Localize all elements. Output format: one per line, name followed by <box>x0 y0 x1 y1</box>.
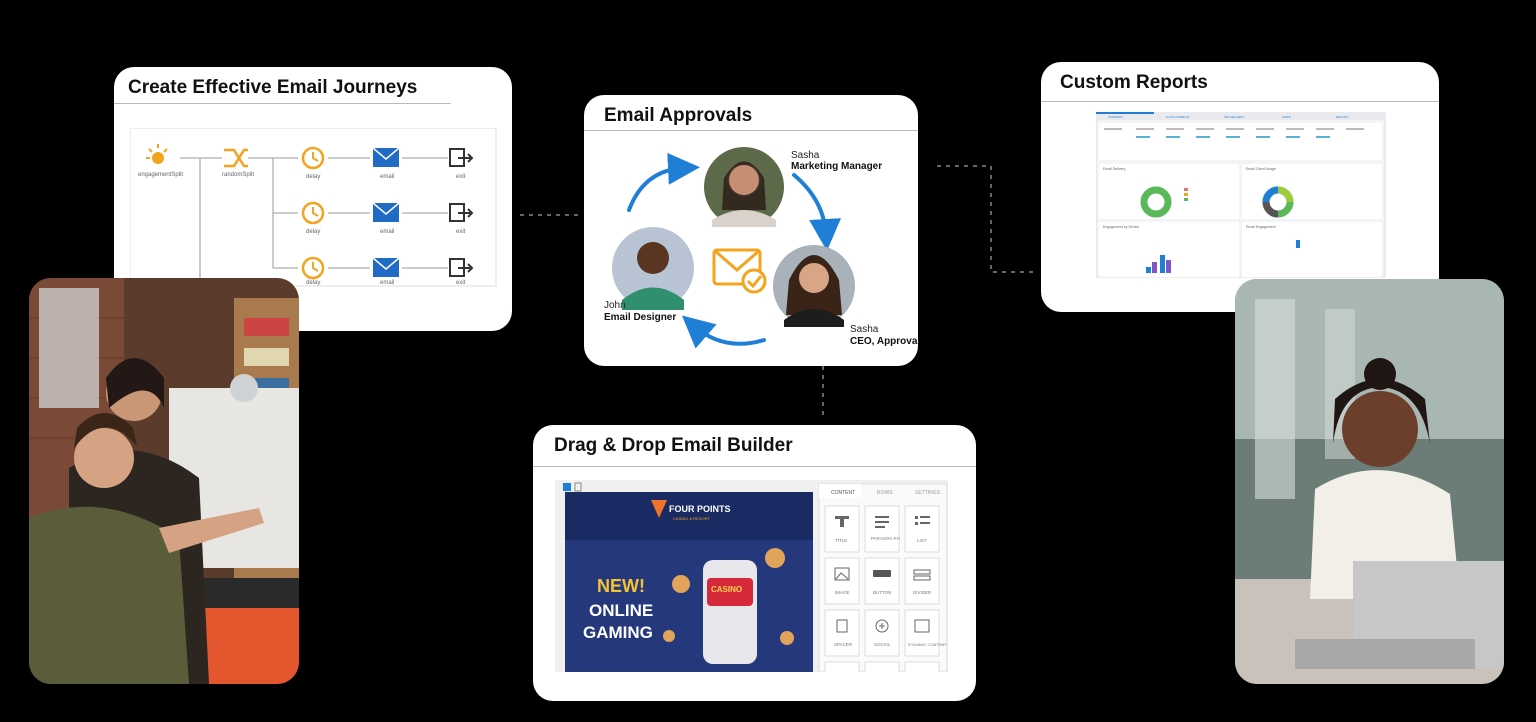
approvals-card: Email Approvals <box>584 95 918 366</box>
exit-label-3: exit <box>456 280 466 286</box>
journey-start-label: engagementSplit <box>138 172 183 178</box>
woman-laptop-photo <box>1235 279 1504 684</box>
connector-journeys-approvals <box>520 214 578 216</box>
panel-tab-settings[interactable]: SETTINGS <box>915 490 941 496</box>
person-1-name: Sasha <box>791 150 820 161</box>
delay-label-1: delay <box>306 174 320 180</box>
email-icon <box>372 202 400 222</box>
panel-tab-content[interactable]: CONTENT <box>831 490 855 496</box>
delay-icon <box>301 201 325 225</box>
delay-label-3: delay <box>306 280 320 286</box>
brand-name: FOUR POINTS <box>669 504 731 514</box>
report-tab[interactable]: SUMMARY <box>1108 115 1123 119</box>
delay-icon <box>301 256 325 280</box>
block-label: PARAGRA PH <box>871 536 900 541</box>
email-builder-mockup: FOUR POINTS CASINO & RESORT NEW! ONLINE … <box>555 480 948 672</box>
block-label: SPACER <box>834 642 853 647</box>
engagement-split-icon <box>146 144 168 164</box>
block-label: DYNAMIC CONTENT <box>908 642 947 647</box>
team-at-computer-photo <box>29 278 299 684</box>
social-block-icon[interactable] <box>875 619 889 633</box>
reports-title: Custom Reports <box>1060 72 1208 93</box>
email-icon <box>372 147 400 167</box>
report-dashboard: SUMMARY CLICK OVERLAY ISP DELIVERY LINKS… <box>1096 112 1386 278</box>
report-tab[interactable]: CLICK OVERLAY <box>1166 115 1190 119</box>
connector-approvals-reports <box>937 165 1033 273</box>
block-label: BUTTON <box>873 590 891 595</box>
builder-card: Drag & Drop Email Builder FOUR POINTS CA… <box>533 425 976 701</box>
panel-title: Engagement by Device <box>1103 225 1139 229</box>
brand-subtitle: CASINO & RESORT <box>673 516 710 521</box>
approved-envelope-icon <box>712 248 767 294</box>
avatar <box>773 245 855 327</box>
mobile-view-icon[interactable] <box>574 482 582 492</box>
person-3-name: Sasha <box>850 324 879 335</box>
approval-cycle-diagram: Sasha Marketing Manager John Email Desig… <box>604 147 918 349</box>
report-tab[interactable]: DETAILS <box>1336 115 1348 119</box>
divider-block-icon[interactable] <box>913 569 931 581</box>
delay-label-2: delay <box>306 229 320 235</box>
email-icon <box>372 257 400 277</box>
promo-line-3: GAMING <box>583 623 653 642</box>
avatar <box>704 147 784 227</box>
block-label: LIST <box>917 538 927 543</box>
spacer-block-icon[interactable] <box>836 619 848 633</box>
person-2-role: Email Designer <box>604 312 676 323</box>
builder-title: Drag & Drop Email Builder <box>554 435 793 456</box>
title-block-icon[interactable] <box>835 516 849 527</box>
person-2-name: John <box>604 300 626 311</box>
person-3-role: CEO, Approval <box>850 336 918 347</box>
panel-tab-rows[interactable]: ROWS <box>877 490 893 496</box>
exit-label-1: exit <box>456 174 466 180</box>
avatar <box>612 227 694 310</box>
delay-icon <box>301 146 325 170</box>
button-block-icon[interactable] <box>873 570 891 577</box>
dynamic-content-block-icon[interactable] <box>914 619 930 633</box>
journey-split-label: randomSplit <box>222 172 254 178</box>
panel-title: Email Client Usage <box>1246 167 1276 171</box>
desktop-view-icon[interactable] <box>563 483 571 491</box>
list-block-icon[interactable] <box>915 516 930 525</box>
email-label-3: email <box>380 280 394 286</box>
promo-line-1: NEW! <box>597 576 645 596</box>
four-points-logo <box>651 500 667 518</box>
casino-sign: CASINO <box>711 585 742 594</box>
paragraph-block-icon[interactable] <box>875 516 889 528</box>
approvals-title: Email Approvals <box>604 105 753 126</box>
email-label-1: email <box>380 174 394 180</box>
exit-icon <box>449 148 474 167</box>
person-1-role: Marketing Manager <box>791 161 882 172</box>
exit-icon <box>449 258 474 277</box>
block-label: IMAGE <box>835 590 850 595</box>
image-block-icon[interactable] <box>834 567 850 581</box>
random-split-icon <box>224 148 248 168</box>
panel-title: Email Engagement <box>1246 225 1276 229</box>
panel-title: Email Delivery <box>1103 167 1126 171</box>
connector-approvals-builder <box>822 366 824 420</box>
journeys-title: Create Effective Email Journeys <box>128 77 418 98</box>
block-label: TITLE <box>835 538 847 543</box>
block-label: DIVIDER <box>913 590 932 595</box>
exit-icon <box>449 203 474 222</box>
email-label-2: email <box>380 229 394 235</box>
block-label: SOCIAL <box>874 642 891 647</box>
exit-label-2: exit <box>456 229 466 235</box>
reports-card: Custom Reports SUMMARY CLICK OVERLAY ISP… <box>1041 62 1439 312</box>
journey-flow-diagram: engagementSplit randomSplit delay email … <box>130 128 497 287</box>
promo-line-2: ONLINE <box>589 601 653 620</box>
report-tab[interactable]: ISP DELIVERY <box>1224 115 1244 119</box>
report-tab[interactable]: LINKS <box>1282 115 1291 119</box>
